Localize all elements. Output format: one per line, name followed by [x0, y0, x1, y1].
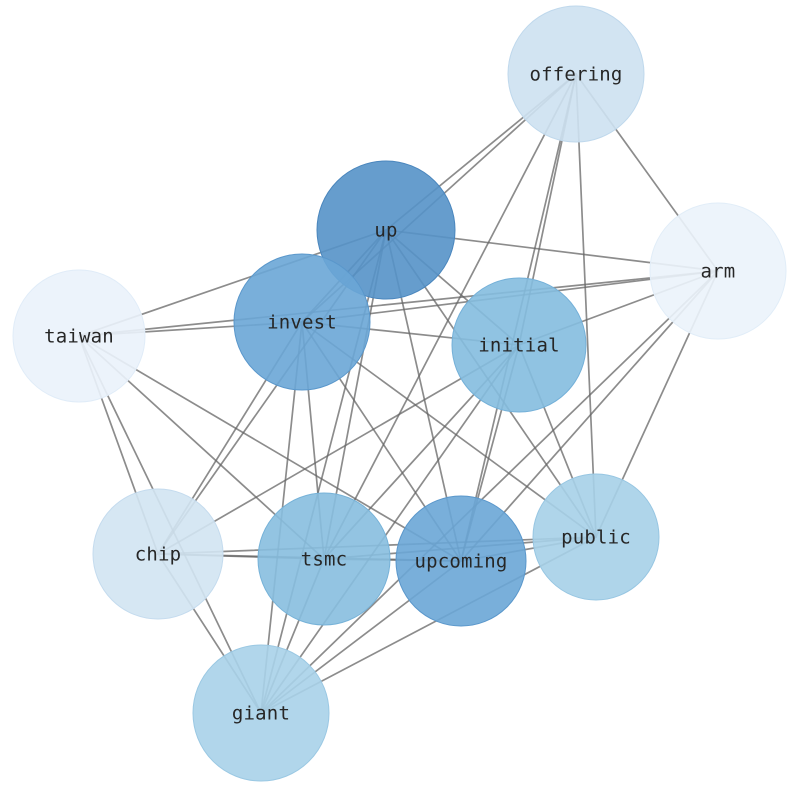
node-circle[interactable]	[451, 277, 587, 413]
graph-node-upcoming[interactable]: upcoming	[395, 495, 527, 627]
node-circle[interactable]	[12, 269, 146, 403]
node-label: giant	[232, 703, 290, 725]
graph-node-public[interactable]: public	[532, 473, 660, 601]
graph-edge	[157, 344, 520, 555]
graph-edge	[323, 73, 577, 560]
graph-node-invest[interactable]: invest	[233, 253, 371, 391]
node-label: tsmc	[301, 549, 348, 571]
node-circle[interactable]	[192, 644, 330, 782]
graph-node-up[interactable]: up	[316, 160, 456, 300]
node-circle[interactable]	[395, 495, 527, 627]
graph-node-offering[interactable]: offering	[507, 5, 645, 143]
graph-node-initial[interactable]: initial	[451, 277, 587, 413]
graph-node-arm[interactable]: arm	[649, 202, 787, 340]
nodes-layer: up invest upcoming initial tsmc public giant of…	[12, 5, 787, 782]
node-circle[interactable]	[92, 488, 224, 620]
node-label: offering	[529, 64, 622, 86]
node-circle[interactable]	[649, 202, 787, 340]
node-circle[interactable]	[233, 253, 371, 391]
node-label: up	[374, 220, 397, 242]
node-label: initial	[478, 335, 559, 357]
graph-node-chip[interactable]: chip	[92, 488, 224, 620]
graph-edge	[575, 73, 597, 538]
graph-node-tsmc[interactable]: tsmc	[257, 492, 391, 626]
node-label: taiwan	[44, 326, 114, 348]
node-label: upcoming	[414, 551, 507, 573]
node-label: chip	[135, 544, 182, 566]
node-circle[interactable]	[507, 5, 645, 143]
graph-edge	[78, 270, 719, 337]
graph-edge	[260, 344, 520, 714]
node-label: invest	[267, 312, 337, 334]
graph-edge	[260, 270, 719, 714]
graph-node-giant[interactable]: giant	[192, 644, 330, 782]
node-label: public	[561, 527, 631, 549]
graph-node-taiwan[interactable]: taiwan	[12, 269, 146, 403]
node-circle[interactable]	[532, 473, 660, 601]
node-circle[interactable]	[316, 160, 456, 300]
node-circle[interactable]	[257, 492, 391, 626]
node-label: arm	[701, 261, 736, 283]
graph-edge	[78, 335, 462, 562]
